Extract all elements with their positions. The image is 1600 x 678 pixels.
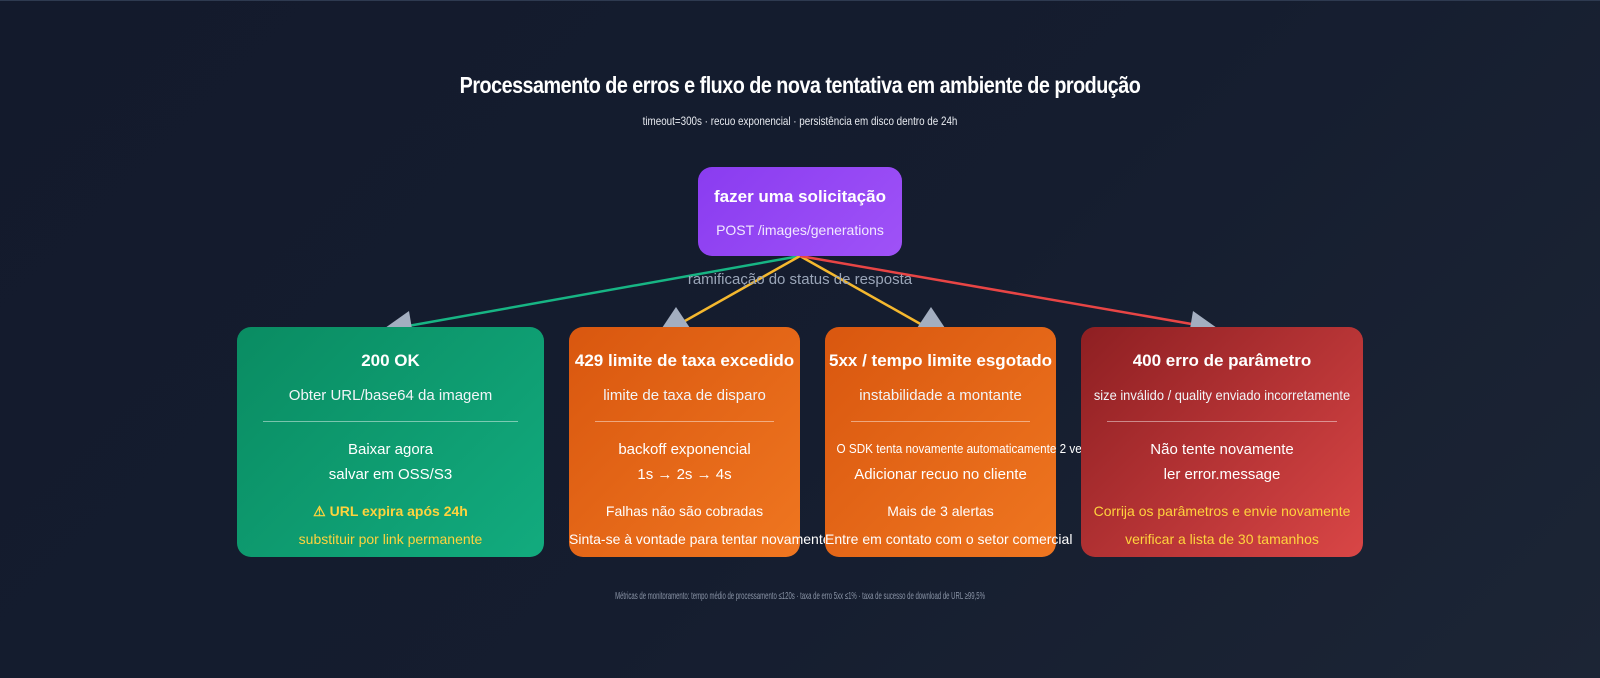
top-border (0, 0, 1600, 1)
card-divider (1107, 421, 1337, 422)
request-endpoint: POST /images/generations (716, 222, 884, 238)
card-action: ler error.message (1163, 466, 1281, 483)
card-400-param-error: 400 erro de parâmetro size inválido / qu… (1081, 327, 1363, 557)
card-note: Mais de 3 alertas (887, 503, 994, 519)
branch-label: ramificação do status de resposta (687, 271, 913, 288)
diagram-subtitle: timeout=300s · recuo exponencial · persi… (642, 114, 958, 128)
card-subtitle: instabilidade a montante (859, 387, 1022, 404)
arrow-to-400 (799, 254, 1204, 328)
arrowhead-429 (662, 307, 690, 328)
card-200-ok: 200 OK Obter URL/base64 da imagem Baixar… (237, 327, 544, 557)
card-action: 1s → 2s → 4s (637, 466, 732, 483)
card-note: substituir por link permanente (298, 531, 483, 547)
card-divider (595, 421, 774, 422)
card-action: Não tente novamente (1150, 441, 1294, 458)
card-subtitle: Obter URL/base64 da imagem (288, 387, 493, 404)
arrowhead-200 (385, 311, 412, 329)
card-note: Corrija os parâmetros e envie novamente (1093, 503, 1351, 519)
card-note: verificar a lista de 30 tamanhos (1125, 531, 1319, 547)
card-heading: 429 limite de taxa excedido (574, 351, 795, 370)
card-429-rate-limit: 429 limite de taxa excedido limite de ta… (569, 327, 831, 557)
card-note: Falhas não são cobradas (605, 503, 764, 519)
card-action: backoff exponencial (618, 441, 751, 458)
arrowhead-400 (1190, 311, 1217, 329)
card-heading: 5xx / tempo limite esgotado (829, 351, 1052, 370)
arrow-to-200 (407, 254, 801, 328)
arrow-to-5xx (799, 254, 925, 328)
card-action: Baixar agora (347, 441, 434, 458)
diagram-title: Processamento de erros e fluxo de nova t… (459, 72, 1141, 98)
card-warning-note: ⚠ URL expira após 24h (313, 503, 468, 519)
request-node: fazer uma solicitação POST /images/gener… (698, 167, 902, 256)
arrow-to-429 (675, 254, 801, 328)
card-note: Entre em contato com o setor comercial (825, 531, 1073, 547)
card-subtitle: limite de taxa de disparo (603, 387, 766, 404)
card-action: O SDK tenta novamente automaticamente 2 … (836, 441, 1100, 456)
card-divider (851, 421, 1030, 422)
card-note: Sinta-se à vontade para tentar novamente (569, 531, 831, 547)
card-heading: 400 erro de parâmetro (1132, 351, 1312, 370)
card-heading: 200 OK (361, 351, 420, 370)
monitoring-footer: Métricas de monitoramento: tempo médio d… (615, 591, 985, 602)
card-action: Adicionar recuo no cliente (854, 466, 1027, 483)
card-5xx-timeout: 5xx / tempo limite esgotado instabilidad… (825, 327, 1100, 557)
request-title: fazer uma solicitação (714, 187, 886, 206)
card-action: salvar em OSS/S3 (328, 466, 453, 483)
card-divider (263, 421, 518, 422)
arrowhead-5xx (917, 307, 945, 328)
card-subtitle: size inválido / quality enviado incorret… (1093, 387, 1351, 403)
